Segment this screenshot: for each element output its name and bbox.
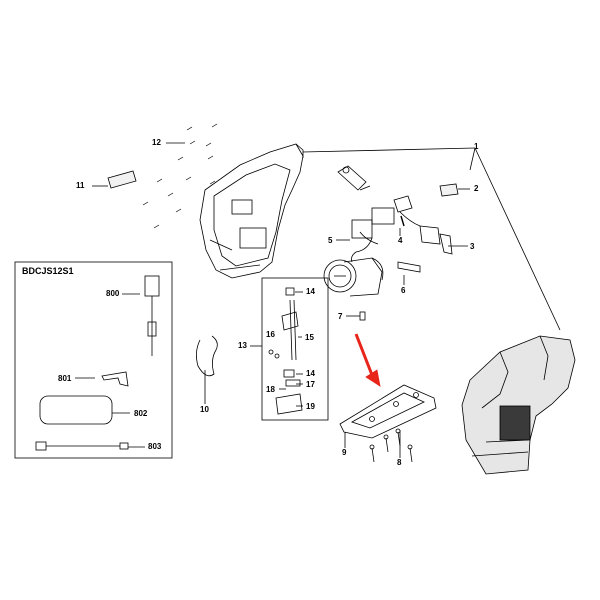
indicator-arrow (354, 333, 381, 387)
screws-12 (142, 123, 218, 229)
callout-11: 11 (76, 181, 85, 190)
case-802 (39, 395, 113, 425)
assembled-jigsaw (461, 335, 576, 475)
callout-6: 6 (401, 286, 406, 295)
callout-801: 801 (58, 374, 72, 383)
callout-16: 16 (266, 330, 275, 339)
callout-2: 2 (474, 184, 479, 193)
callout-5: 5 (328, 236, 333, 245)
housing-left (199, 143, 304, 279)
callout-7: 7 (338, 312, 343, 321)
clip-10 (196, 335, 218, 377)
callout-17: 17 (306, 380, 315, 389)
callout-15: 15 (305, 333, 314, 342)
switch-parts (337, 165, 371, 191)
motor (323, 257, 384, 297)
callout-14a: 14 (306, 287, 315, 296)
callout-14b: 14 (306, 369, 315, 378)
charger-800 (144, 275, 160, 356)
kit-box (14, 261, 173, 459)
callout-1: 1 (474, 142, 479, 151)
callout-800: 800 (106, 289, 120, 298)
subassembly-13 (268, 287, 303, 415)
callout-4: 4 (398, 236, 403, 245)
screws-8 (369, 428, 413, 463)
bushing-7 (359, 311, 366, 321)
callout-10: 10 (200, 405, 209, 414)
kit-title: BDCJS12S1 (22, 266, 74, 276)
guide-6 (397, 261, 421, 273)
callout-19: 19 (306, 402, 315, 411)
pad-2 (439, 183, 459, 197)
callout-9: 9 (342, 448, 347, 457)
base-shoe-9 (339, 384, 437, 439)
callout-803: 803 (148, 442, 162, 451)
pin-4 (400, 215, 405, 227)
subassembly-13-box (261, 277, 329, 421)
callout-8: 8 (397, 458, 402, 467)
clip-801 (101, 371, 129, 387)
latch-3 (419, 225, 453, 255)
cable-803 (35, 441, 129, 451)
callout-18: 18 (266, 385, 275, 394)
callout-12: 12 (152, 138, 161, 147)
callout-13: 13 (238, 341, 247, 350)
label-plate-11 (107, 170, 137, 189)
switch-assembly-5 (351, 195, 421, 263)
callout-802: 802 (134, 409, 148, 418)
callout-3: 3 (470, 242, 475, 251)
